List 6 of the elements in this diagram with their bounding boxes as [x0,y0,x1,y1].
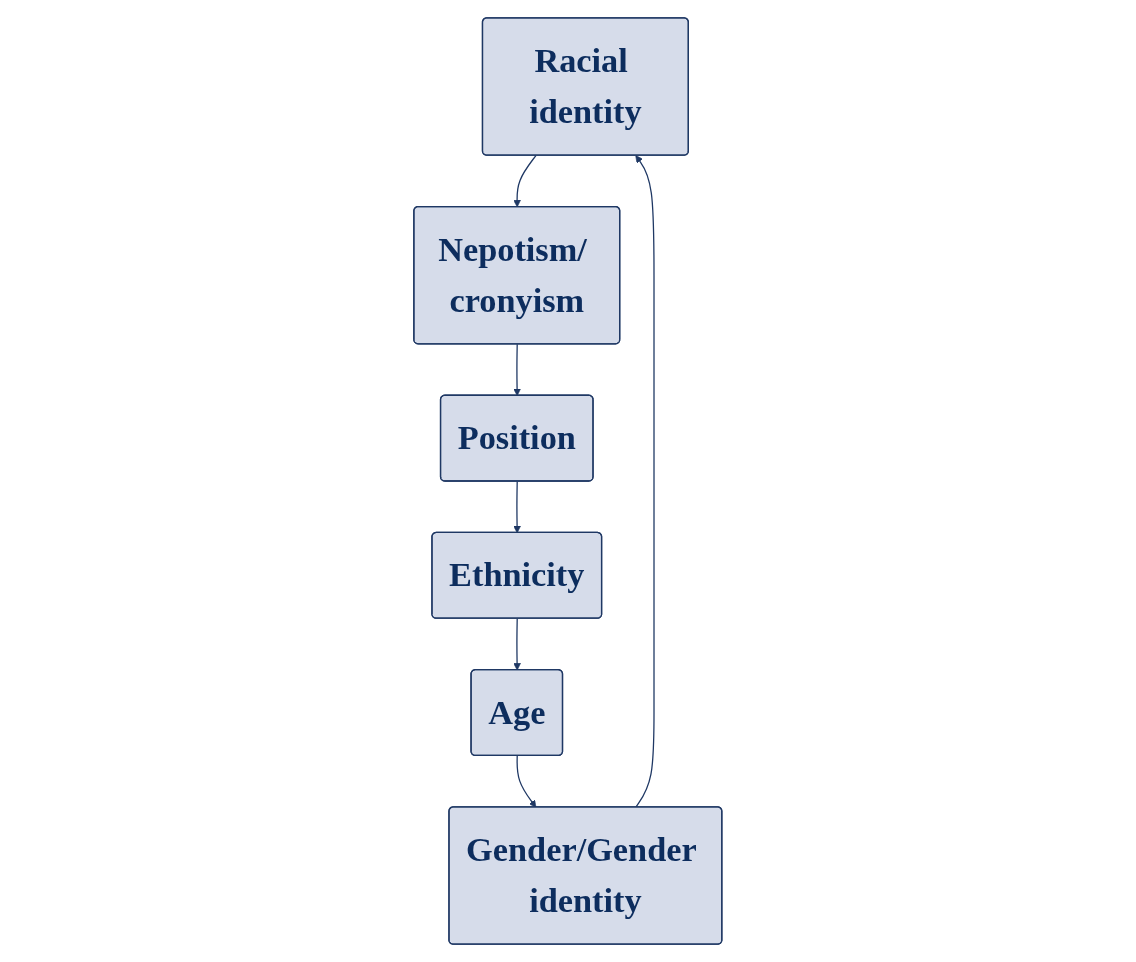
arrow [513,343,521,396]
arrow [513,618,521,671]
arrow [516,755,537,808]
arrow [513,154,537,208]
arrow [635,155,655,808]
arrow [513,480,521,534]
